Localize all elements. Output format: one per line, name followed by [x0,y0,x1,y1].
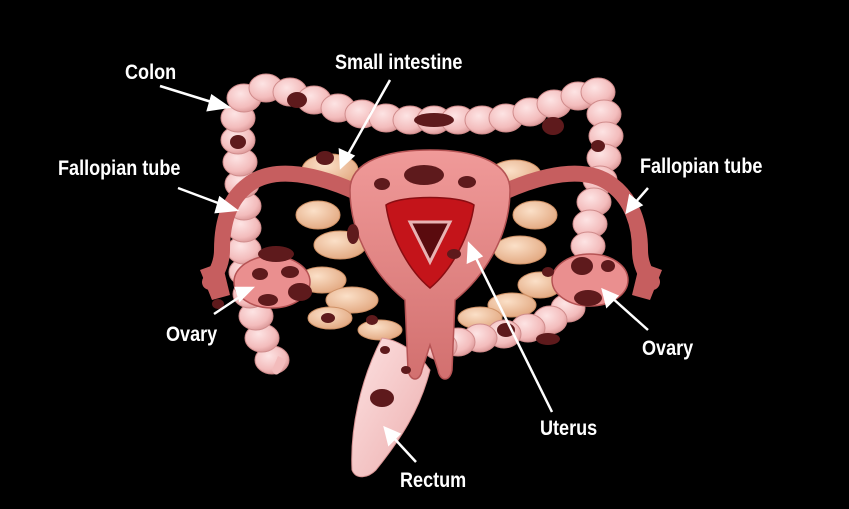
label-fallopian-tube-right: Fallopian tube [640,155,763,178]
label-uterus: Uterus [540,417,598,440]
fimbriae [200,262,662,300]
uterus [349,149,511,380]
endometriosis-lesions [212,92,615,407]
label-small-intestine: Small intestine [335,51,463,74]
label-arrows [159,79,649,463]
label-colon: Colon [125,61,177,84]
label-rectum: Rectum [400,469,467,492]
label-ovary-right: Ovary [642,337,694,360]
label-ovary-left: Ovary [166,323,218,346]
colon-tail [272,356,286,375]
label-fallopian-tube-left: Fallopian tube [58,157,181,180]
